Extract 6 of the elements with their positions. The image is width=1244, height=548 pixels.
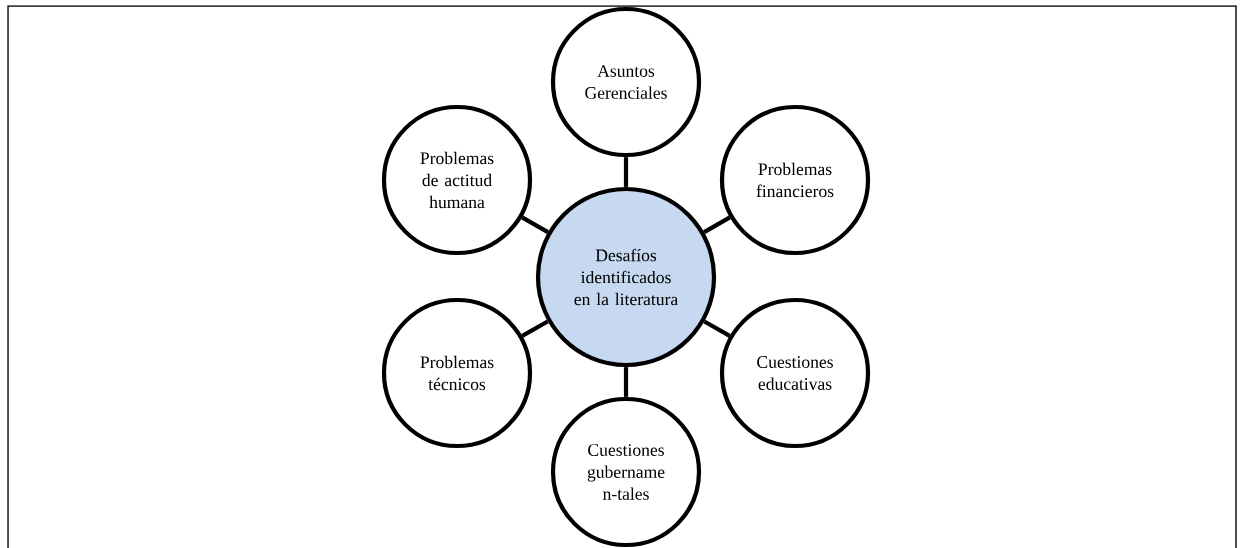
connector-line [703, 215, 731, 234]
connector-line [521, 215, 549, 234]
connector-line [623, 367, 629, 397]
connector-line [623, 157, 629, 187]
connector-line [521, 319, 549, 338]
connector-line [703, 319, 731, 338]
